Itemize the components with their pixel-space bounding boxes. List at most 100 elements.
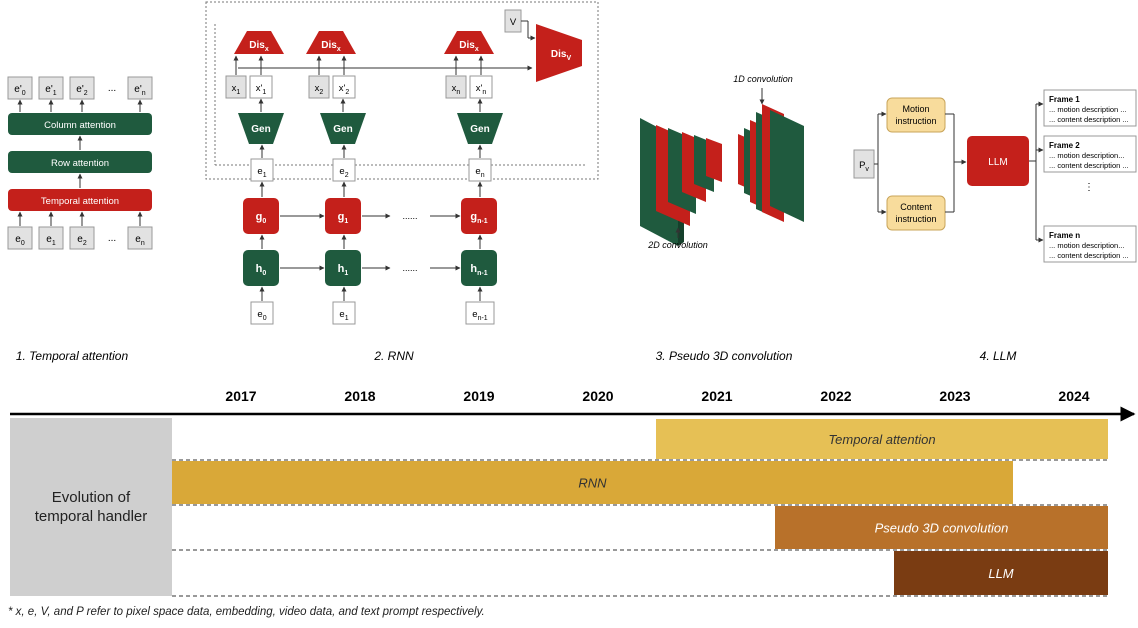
x-box <box>225 75 247 99</box>
h-label: hn-1 <box>470 263 487 277</box>
year-label: 2024 <box>1058 388 1089 404</box>
year-label: 2019 <box>463 388 494 404</box>
output-box-0 <box>7 76 33 100</box>
generator-label: Gen <box>333 124 352 135</box>
x-box <box>445 75 467 99</box>
discriminator-label: Disx <box>459 40 479 53</box>
llm-box <box>967 136 1029 186</box>
frame-title: Frame 2 <box>1049 141 1080 150</box>
x-label: x2 <box>315 83 324 96</box>
g-state <box>325 198 361 234</box>
timeline-bar <box>172 461 1013 504</box>
g-label: gn-1 <box>470 211 487 225</box>
recurrent-ellipsis-h: ...... <box>402 263 417 273</box>
frame-box-1: Frame 1 ... motion description ... ... c… <box>1043 89 1137 127</box>
x-label: x1 <box>232 83 241 96</box>
discriminator-x <box>306 31 356 54</box>
content-instruction-box <box>886 195 946 231</box>
input-label-1: e1 <box>46 234 56 247</box>
x-prime-label: x'2 <box>339 83 350 96</box>
frame-branches <box>1029 101 1044 243</box>
caption-temporal-attention: 1. Temporal attention <box>16 349 129 363</box>
frame-ellipsis: ⋮ <box>1084 182 1094 193</box>
timeline-bar-label: Temporal attention <box>828 432 935 447</box>
output-label-2: e'2 <box>76 84 87 97</box>
frame-line: ... motion description... <box>1049 151 1124 160</box>
row-attention-layer <box>8 151 152 173</box>
caption-rnn: 2. RNN <box>373 349 414 363</box>
content-instruction-line-2: instruction <box>895 214 936 224</box>
timeline-bar-label: Pseudo 3D convolution <box>875 521 1009 536</box>
conv-2d-stack <box>640 118 722 246</box>
input-boxes: e0 e1 e2 ... en <box>7 226 153 250</box>
generator-label: Gen <box>251 124 270 135</box>
frame-title: Frame 1 <box>1049 95 1080 104</box>
content-instruction-line-1: Content <box>900 202 932 212</box>
column-arrows <box>316 55 347 301</box>
timeline-bar-label: RNN <box>578 476 607 491</box>
row-attention-label: Row attention <box>51 158 109 169</box>
caption-pseudo-3d: 3. Pseudo 3D convolution <box>656 349 793 363</box>
caption-llm: 4. LLM <box>980 349 1017 363</box>
rnn-column: Disx xn x'n Gen en gn-1 hn-1 en-1 <box>444 31 503 325</box>
input-label-2: e2 <box>77 234 87 247</box>
rnn-input-box <box>465 301 495 325</box>
discriminator-v <box>536 24 582 82</box>
lane-dividers <box>172 459 1108 597</box>
conv-2d-label: 2D convolution <box>647 240 708 250</box>
timeline-bar <box>775 506 1108 549</box>
output-ellipsis: ... <box>108 83 116 94</box>
g-label: g1 <box>338 211 349 225</box>
year-label: 2017 <box>225 388 256 404</box>
discriminator-x <box>444 31 494 54</box>
x-prime-box <box>249 75 273 99</box>
g-state <box>461 198 497 234</box>
frame-title: Frame n <box>1049 231 1080 240</box>
conv-1d-stack <box>738 104 804 222</box>
panel-rnn: Disx x1 x'1 Gen e1 g0 h0 e0 <box>205 1 599 363</box>
footnote: * x, e, V, and P refer to pixel space da… <box>8 606 485 618</box>
frame-line: ... content description ... <box>1049 251 1129 260</box>
x-prime-box <box>332 75 356 99</box>
e-box <box>332 158 356 182</box>
discriminator-v-label: DisV <box>551 49 572 62</box>
output-box-1 <box>38 76 64 100</box>
motion-instruction-line-1: Motion <box>902 104 929 114</box>
video-label: V <box>510 17 517 28</box>
column-attention-label: Column attention <box>44 120 116 131</box>
output-arrows <box>17 99 143 188</box>
e-label: e1 <box>257 166 266 179</box>
input-box-1 <box>38 226 64 250</box>
discriminator-label: Disx <box>249 40 269 53</box>
output-label-0: e'0 <box>14 84 25 97</box>
e-label: e2 <box>339 166 348 179</box>
rnn-input-label: en-1 <box>472 309 488 322</box>
column-arrows <box>453 55 484 301</box>
conv-slice <box>706 138 722 182</box>
prompt-label: Pv <box>859 160 869 173</box>
year-label: 2021 <box>701 388 732 404</box>
year-label: 2023 <box>939 388 970 404</box>
instruction-merge <box>945 113 967 213</box>
year-label: 2022 <box>820 388 851 404</box>
x-prime-label: x'n <box>476 83 487 96</box>
rnn-input-label: e1 <box>339 309 348 322</box>
timeline-bar <box>656 419 1108 459</box>
input-box-2 <box>69 226 95 250</box>
rnn-input-label: e0 <box>257 309 266 322</box>
x-label: xn <box>452 83 461 96</box>
column-attention-layer <box>8 113 152 135</box>
rnn-column: Disx x1 x'1 Gen e1 g0 h0 e0 <box>225 31 284 325</box>
panel-temporal-attention: e'0 e'1 e'2 ... e'n Column attention Row… <box>7 76 153 363</box>
year-label: 2018 <box>344 388 375 404</box>
output-label-n: e'n <box>134 84 145 97</box>
conv-1d-label: 1D convolution <box>733 74 793 84</box>
frame-line: ... motion description... <box>1049 241 1124 250</box>
rnn-input-box <box>332 301 356 325</box>
frame-line: ... content description ... <box>1049 115 1129 124</box>
frame-box-n: Frame n ... motion description... ... co… <box>1043 225 1137 263</box>
generator <box>320 113 366 144</box>
input-box-0 <box>7 226 33 250</box>
